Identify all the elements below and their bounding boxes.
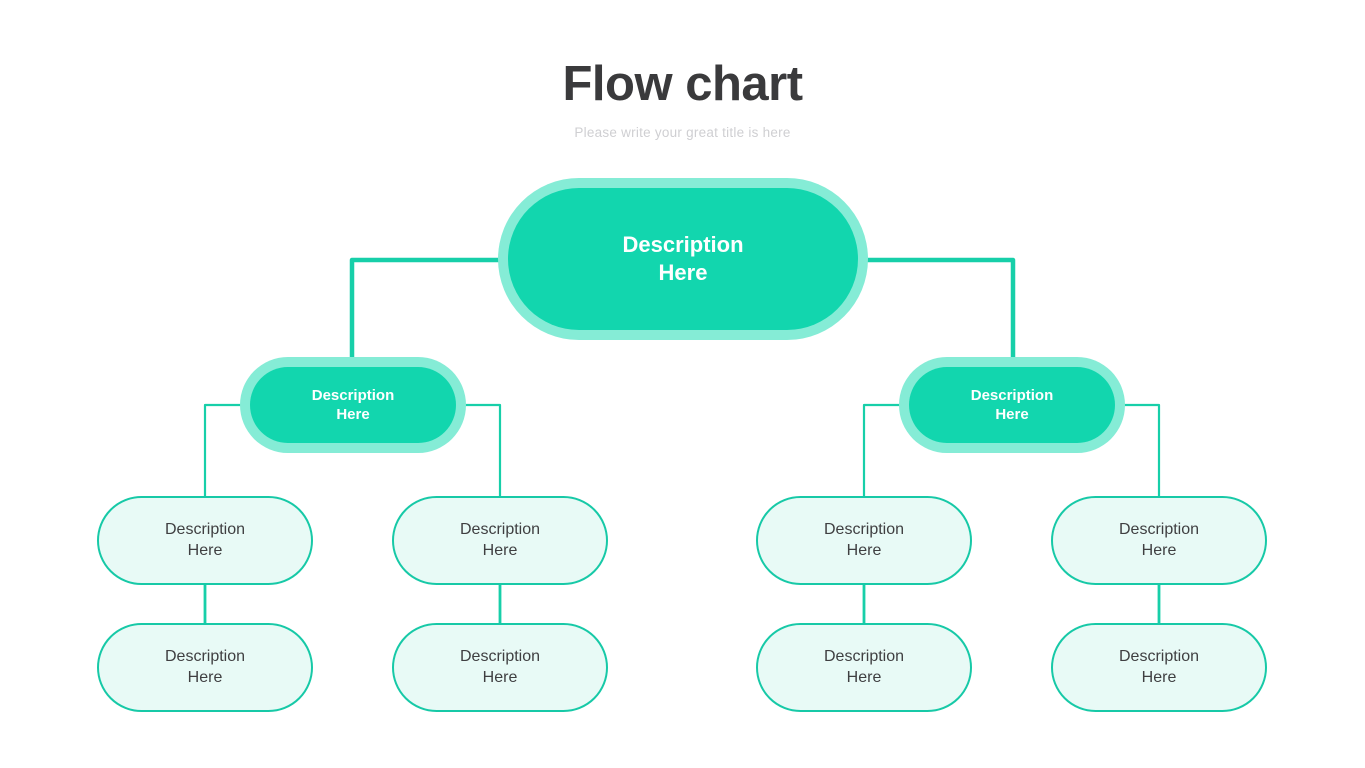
node-l3-2[interactable]: Description Here: [392, 496, 608, 585]
edge-l2-right-to-l3-4: [1123, 403, 1161, 498]
node-l3-4[interactable]: Description Here: [1051, 496, 1267, 585]
node-l4-1-label: Description Here: [164, 647, 246, 686]
node-l2-left-label: Description Here: [311, 386, 395, 423]
node-root-label: Description Here: [622, 231, 744, 285]
node-root-body: Description Here: [508, 188, 858, 330]
node-root[interactable]: Description Here: [498, 178, 868, 340]
node-l2-left-body: Description Here: [250, 367, 456, 443]
edge-l2-left-to-l3-2: [464, 403, 502, 498]
edge-l2-left-to-l3-1: [203, 403, 242, 498]
edge-root-to-l2-right: [865, 257, 1016, 363]
node-l4-2-label: Description Here: [459, 647, 541, 686]
header: Flow chart Please write your great title…: [0, 58, 1365, 140]
node-l2-right-body: Description Here: [909, 367, 1115, 443]
node-l3-1[interactable]: Description Here: [97, 496, 313, 585]
node-l3-4-label: Description Here: [1118, 520, 1200, 559]
node-l4-3-label: Description Here: [823, 647, 905, 686]
node-l4-2[interactable]: Description Here: [392, 623, 608, 712]
node-l3-2-label: Description Here: [459, 520, 541, 559]
edge-root-to-l2-left: [349, 257, 501, 363]
node-l3-3[interactable]: Description Here: [756, 496, 972, 585]
edge-l2-right-to-l3-3: [862, 403, 901, 498]
node-l3-1-label: Description Here: [164, 520, 246, 559]
node-l4-3[interactable]: Description Here: [756, 623, 972, 712]
page-title: Flow chart: [562, 57, 803, 111]
node-l4-1[interactable]: Description Here: [97, 623, 313, 712]
node-l4-4[interactable]: Description Here: [1051, 623, 1267, 712]
node-l4-4-label: Description Here: [1118, 647, 1200, 686]
node-l2-right[interactable]: Description Here: [899, 357, 1125, 453]
node-l2-right-label: Description Here: [970, 386, 1054, 423]
node-l3-3-label: Description Here: [823, 520, 905, 559]
node-l2-left[interactable]: Description Here: [240, 357, 466, 453]
page-subtitle: Please write your great title is here: [574, 124, 791, 140]
